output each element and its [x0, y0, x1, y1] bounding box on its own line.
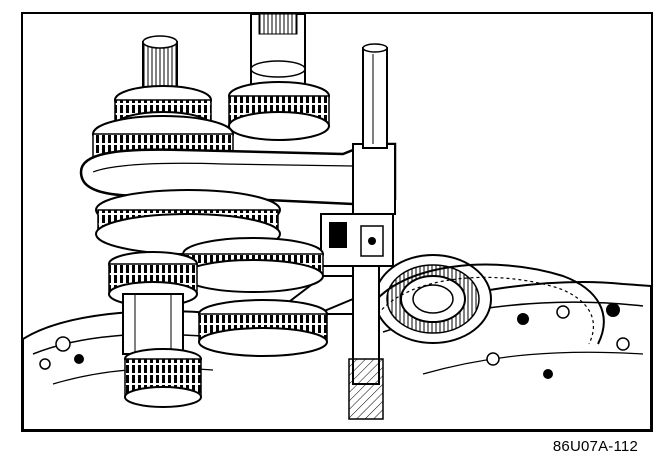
illustration-frame	[21, 12, 653, 432]
gear-cluster	[95, 189, 328, 408]
transaxle-gear-assembly-drawing	[23, 14, 651, 430]
ring-gear	[372, 263, 605, 345]
differential-bearing	[374, 254, 492, 344]
figure-code: 86U07A-112	[552, 438, 638, 455]
shift-fork-bracket	[79, 142, 397, 215]
case-bolts	[39, 303, 630, 379]
output-shaft	[228, 14, 330, 141]
input-shaft	[92, 35, 234, 159]
